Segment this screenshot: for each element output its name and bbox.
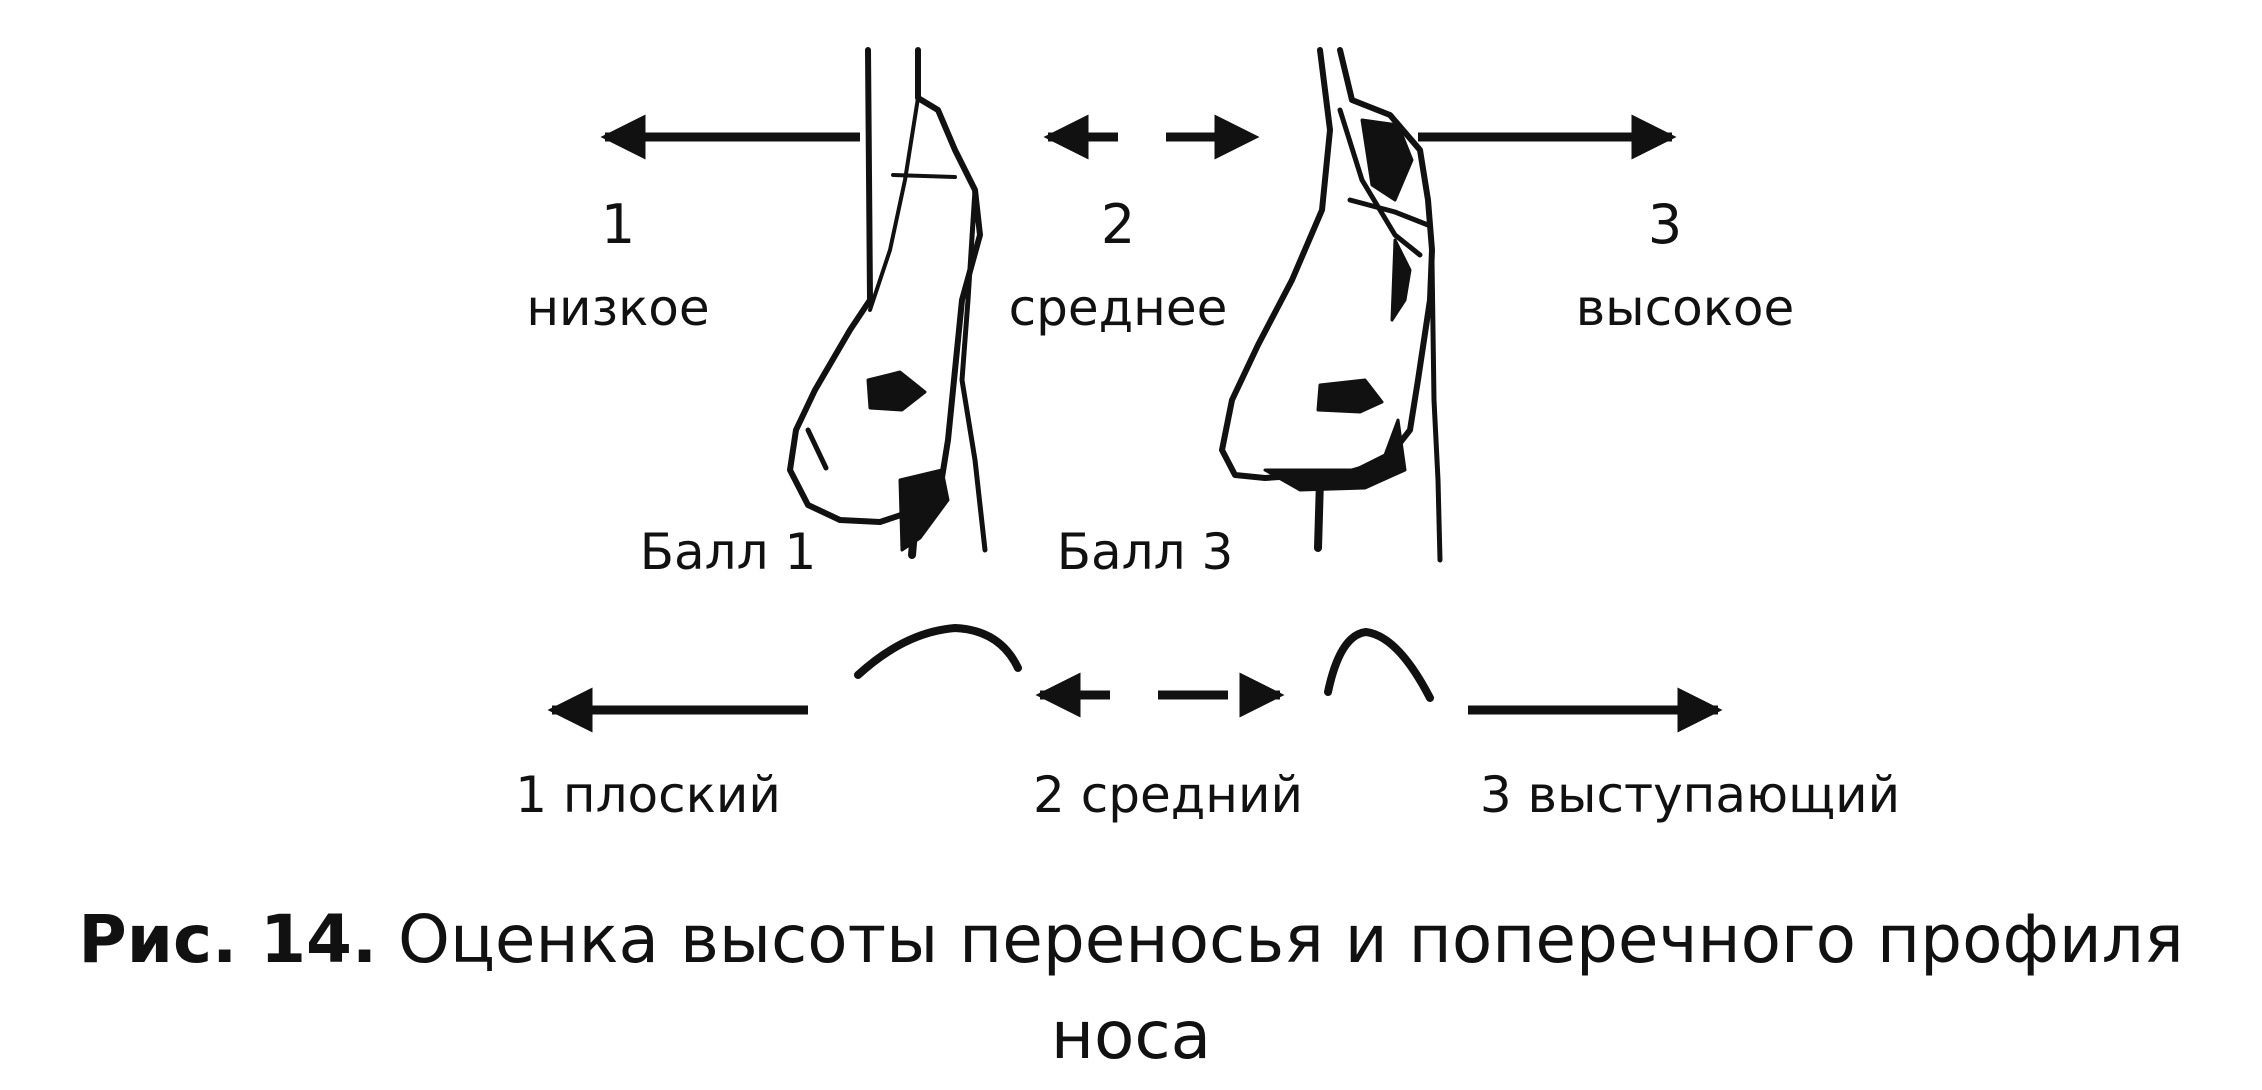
height-level-label-low: низкое bbox=[526, 279, 710, 337]
score-label-3: Балл 3 bbox=[1056, 523, 1234, 581]
height-level-number-3: 3 bbox=[1647, 193, 1683, 256]
score-label-1: Балл 1 bbox=[639, 523, 817, 581]
height-level-number-2: 2 bbox=[1100, 193, 1136, 256]
height-level-label-high: высокое bbox=[1575, 279, 1795, 337]
profile-label-flat: 1 плоский bbox=[515, 766, 781, 824]
flat-curve-icon bbox=[854, 623, 1022, 679]
figure-caption: Рис. 14. Оценка высоты переносья и попер… bbox=[40, 892, 2222, 1084]
protruding-curve-icon bbox=[1324, 627, 1434, 702]
height-level-label-medium: среднее bbox=[1008, 279, 1228, 337]
profile-label-protruding: 3 выступающий bbox=[1479, 766, 1901, 824]
caption-text: Оценка высоты переносья и поперечного пр… bbox=[377, 901, 2184, 1074]
profile-label-medium: 2 средний bbox=[1033, 766, 1303, 824]
nose-profile-high-icon bbox=[1219, 47, 1443, 563]
caption-prefix: Рис. 14. bbox=[78, 901, 378, 978]
height-level-number-1: 1 bbox=[600, 193, 636, 256]
nose-profile-low-icon bbox=[787, 47, 988, 559]
